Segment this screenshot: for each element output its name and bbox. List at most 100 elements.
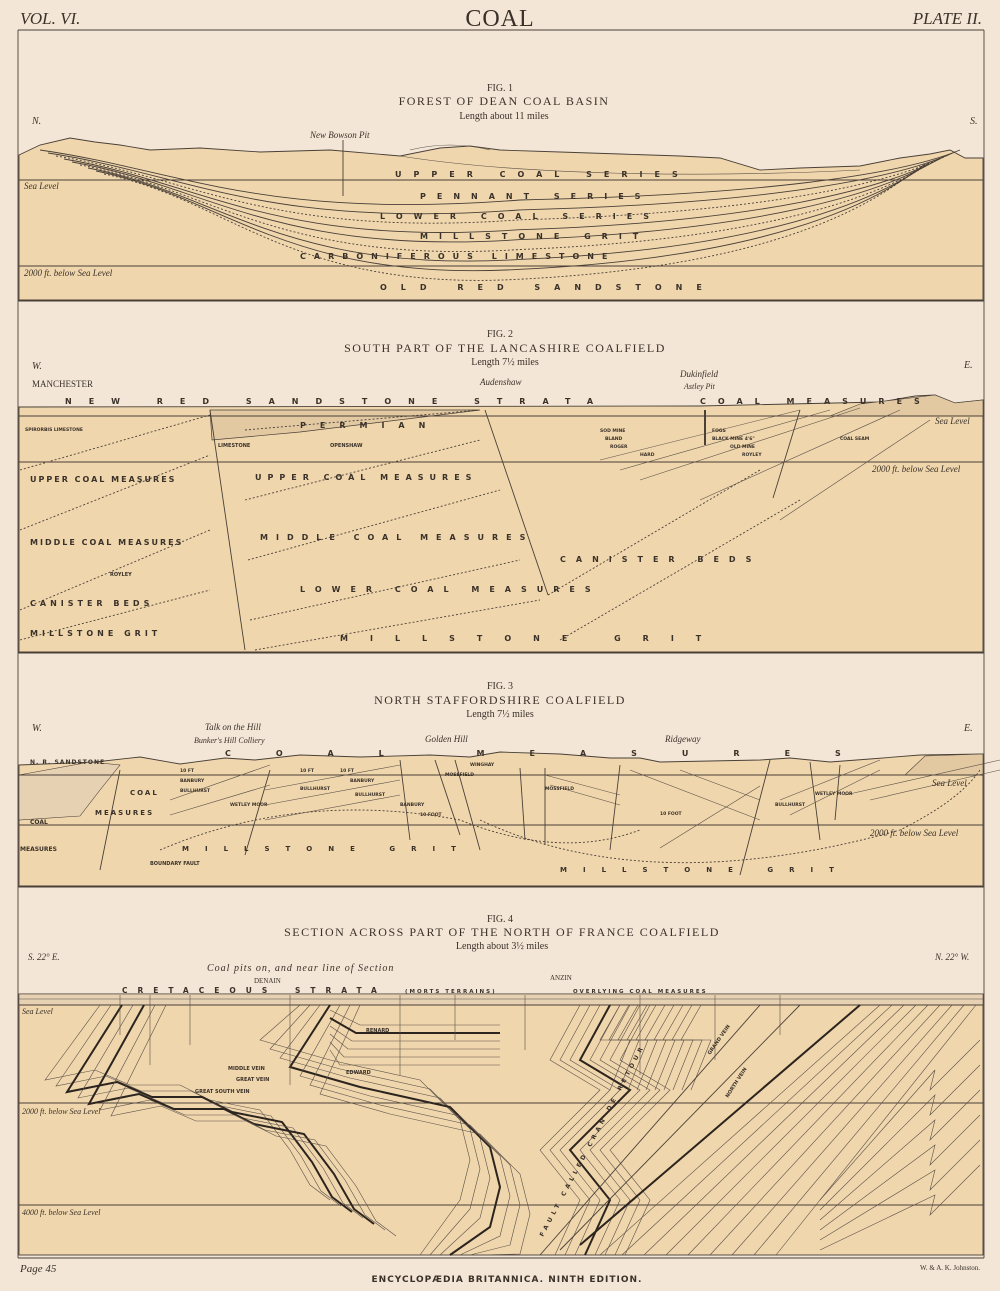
- fig2-strata-label: SPIRORBIS LIMESTONE: [25, 427, 83, 433]
- fig3-seam-label: BULLHURST: [300, 786, 331, 792]
- seam-line: [779, 419, 931, 521]
- seam-line: [547, 469, 761, 596]
- north-vein-line: [579, 1004, 861, 1246]
- fig1-strata-label: MILLSTONE GRIT: [420, 232, 649, 241]
- fig2-strata-label: NEW RED SANDSTONE STRATA: [65, 397, 610, 406]
- dipping-stratum: [709, 1004, 941, 1256]
- fig4-strata-label: STRATA: [295, 986, 387, 995]
- fig2-strata-label: ROYLEY: [110, 572, 132, 578]
- fig4-cretaceous-band: [18, 993, 984, 1006]
- fold-stratum: [288, 1004, 502, 1256]
- fig2-fault: [772, 409, 801, 499]
- fig3-strata-label: N. R. SANDSTONE: [30, 759, 105, 766]
- plate-number: PLATE II.: [912, 9, 982, 28]
- seam-line: [789, 769, 881, 816]
- fig2-seam-label: ROGER: [610, 444, 628, 450]
- seam-line: [244, 409, 481, 431]
- fault-line: [519, 767, 526, 841]
- fig2-fault: [484, 409, 549, 596]
- fault-line: [609, 764, 621, 851]
- fig3-seam-label: WETLEY MOOR: [230, 802, 268, 808]
- fig3-number: FIG. 3: [487, 681, 513, 692]
- fig1-strata-label: LOWER COAL SERIES: [380, 212, 660, 221]
- fold-stratum: [110, 1004, 397, 1237]
- fig4-seam-great-vein: GREAT VEIN: [236, 1077, 269, 1083]
- fig4-length: Length about 3½ miles: [456, 941, 548, 952]
- fold-stratum: [329, 1025, 500, 1042]
- stratum-boundary: [47, 151, 956, 215]
- figure-2: FIG. 2 SOUTH PART OF THE LANCASHIRE COAL…: [18, 329, 984, 653]
- dipping-stratum: [731, 1004, 953, 1256]
- steep-stratum: [680, 1004, 712, 1091]
- fig3-seam-label: 10 FT: [180, 768, 195, 774]
- fig2-strata-label: OPENSHAW: [330, 443, 363, 449]
- fig3-title: NORTH STAFFORDSHIRE COALFIELD: [374, 693, 626, 707]
- fig1-depth-label: 2000 ft. below Sea Level: [24, 268, 113, 278]
- fig1-pit-label: New Bowson Pit: [309, 130, 370, 140]
- fold-stratum: [329, 1009, 500, 1026]
- fig3-seam-label: BANBURY: [400, 802, 425, 808]
- fold-stratum: [329, 1049, 500, 1066]
- fault-line: [399, 759, 411, 841]
- plate-title: COAL: [465, 6, 534, 32]
- fig2-number: FIG. 2: [487, 329, 513, 340]
- fault-line: [739, 759, 771, 876]
- fig2-strata-label: MIDDLE COAL MEASURES: [260, 533, 533, 542]
- fig1-ground: [18, 137, 984, 301]
- fig2-place-astley-pit: Astley Pit: [683, 382, 716, 391]
- fold-stratum: [329, 1017, 500, 1034]
- fault-line: [834, 764, 841, 821]
- fig2-seam-label: FOGS: [712, 428, 726, 434]
- fig4-strata-label: OVERLYING COAL MEASURES: [573, 989, 708, 995]
- fig2-length: Length 7½ miles: [471, 357, 539, 368]
- fig2-strata-label: MILLSTONE GRIT: [30, 629, 161, 638]
- fig4-seam-renard: RENARD: [366, 1028, 389, 1034]
- fold-stratum: [539, 1004, 601, 1256]
- fold-stratum: [299, 1004, 511, 1256]
- fig4-right-bearing: N. 22° W.: [934, 952, 969, 962]
- seam-line: [869, 769, 1000, 801]
- seam-line: [544, 774, 621, 796]
- fault-cran-de-retour: [539, 1004, 761, 1256]
- fold-stratum: [44, 1004, 331, 1201]
- fig2-ground: [18, 394, 984, 653]
- seam-line: [629, 769, 761, 821]
- fold-stratum: [309, 1004, 521, 1256]
- fig2-seam-label: OLD MINE: [730, 444, 755, 450]
- fig1-south-label: S.: [970, 116, 978, 127]
- fold-stratum: [549, 1004, 611, 1256]
- fig1-title: FOREST OF DEAN COAL BASIN: [399, 94, 610, 108]
- fold-stratum: [259, 1004, 471, 1256]
- fold-stratum: [579, 1004, 641, 1256]
- seam-line: [169, 764, 271, 801]
- fig3-seam-label: BULLHURST: [180, 788, 211, 794]
- fig2-strata-label: CANISTER BEDS: [560, 555, 761, 564]
- fig2-seam-label: HARD: [640, 452, 655, 458]
- dipping-stratum: [775, 1004, 977, 1256]
- seam-line: [619, 409, 831, 471]
- fig4-title: SECTION ACROSS PART OF THE NORTH OF FRAN…: [284, 925, 720, 939]
- fault-line: [454, 759, 481, 851]
- fig3-seam-label: BANBURY: [350, 778, 375, 784]
- fig4-number: FIG. 4: [487, 914, 513, 925]
- fold-stratum: [559, 1004, 621, 1256]
- fig3-place: Ridgeway: [664, 734, 701, 744]
- stratum-boundary: [95, 163, 926, 272]
- page-number: Page 45: [19, 1263, 57, 1275]
- fig3-strata-label: MEASURES: [95, 809, 154, 817]
- seam-line: [254, 599, 541, 651]
- fault-line: [434, 759, 461, 836]
- dipping-stratum: [819, 1039, 981, 1201]
- seam-line: [19, 589, 211, 641]
- fold-stratum: [589, 1004, 651, 1256]
- fold-stratum: [269, 1004, 481, 1256]
- fold-stratum: [599, 1004, 661, 1256]
- fig3-length: Length 7½ miles: [466, 709, 534, 720]
- fig4-strata-label: CRETACEOUS: [122, 986, 277, 995]
- seam-line: [169, 784, 271, 816]
- fig3-seam-label: 10 FOOT: [660, 811, 683, 817]
- fig4-seam-edward: EDWARD: [346, 1070, 371, 1076]
- seam-line: [264, 794, 401, 821]
